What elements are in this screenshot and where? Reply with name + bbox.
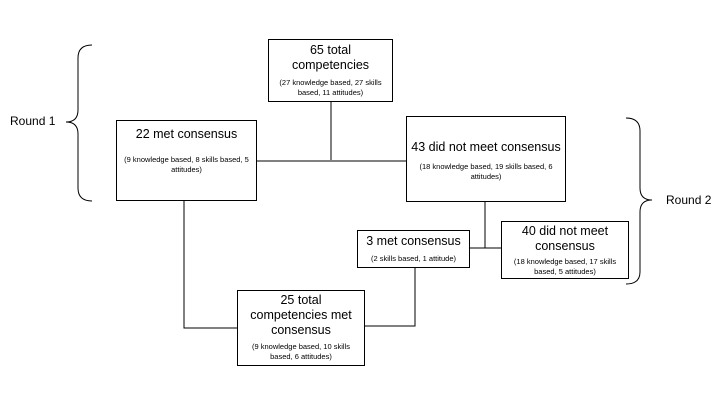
total-competencies-heading: 65 total competencies	[291, 43, 370, 72]
met-consensus-round1-detail: (9 knowledge based, 8 skills based, 5 at…	[124, 155, 249, 174]
round2-label: Round 2	[666, 193, 712, 207]
not-met-consensus-round1-box: 43 did not meet consensus (18 knowledge …	[406, 116, 566, 202]
total-competencies-box: 65 total competencies (27 knowledge base…	[268, 39, 393, 102]
final-consensus-box: 25 total competencies met consensus (9 k…	[237, 290, 365, 366]
not-met-consensus-round1-heading: 43 did not meet consensus	[411, 140, 561, 154]
met-consensus-round1-box: 22 met consensus (9 knowledge based, 8 s…	[116, 120, 257, 201]
total-competencies-detail: (27 knowledge based, 27 skills based, 11…	[279, 78, 382, 97]
not-met-consensus-round2-heading: 40 did not meet consensus	[521, 224, 609, 253]
connector-metr2-final	[364, 267, 416, 327]
connector-met-final	[183, 200, 238, 329]
round1-brace	[65, 44, 93, 202]
met-consensus-round2-box: 3 met consensus (2 skills based, 1 attit…	[357, 230, 470, 268]
final-consensus-detail: (9 knowledge based, 10 skills based, 6 a…	[252, 342, 350, 361]
round2-brace	[625, 117, 653, 285]
final-consensus-heading: 25 total competencies met consensus	[250, 293, 352, 337]
not-met-consensus-round2-box: 40 did not meet consensus (18 knowledge …	[501, 221, 629, 279]
not-met-consensus-round2-detail: (18 knowledge based, 17 skills based, 5 …	[513, 257, 617, 276]
not-met-consensus-round1-detail: (18 knowledge based, 19 skills based, 6 …	[419, 162, 553, 181]
met-consensus-round1-heading: 22 met consensus	[135, 127, 238, 141]
round1-label: Round 1	[10, 114, 56, 128]
met-consensus-round2-heading: 3 met consensus	[366, 234, 461, 248]
met-consensus-round2-detail: (2 skills based, 1 attitude)	[370, 254, 457, 263]
